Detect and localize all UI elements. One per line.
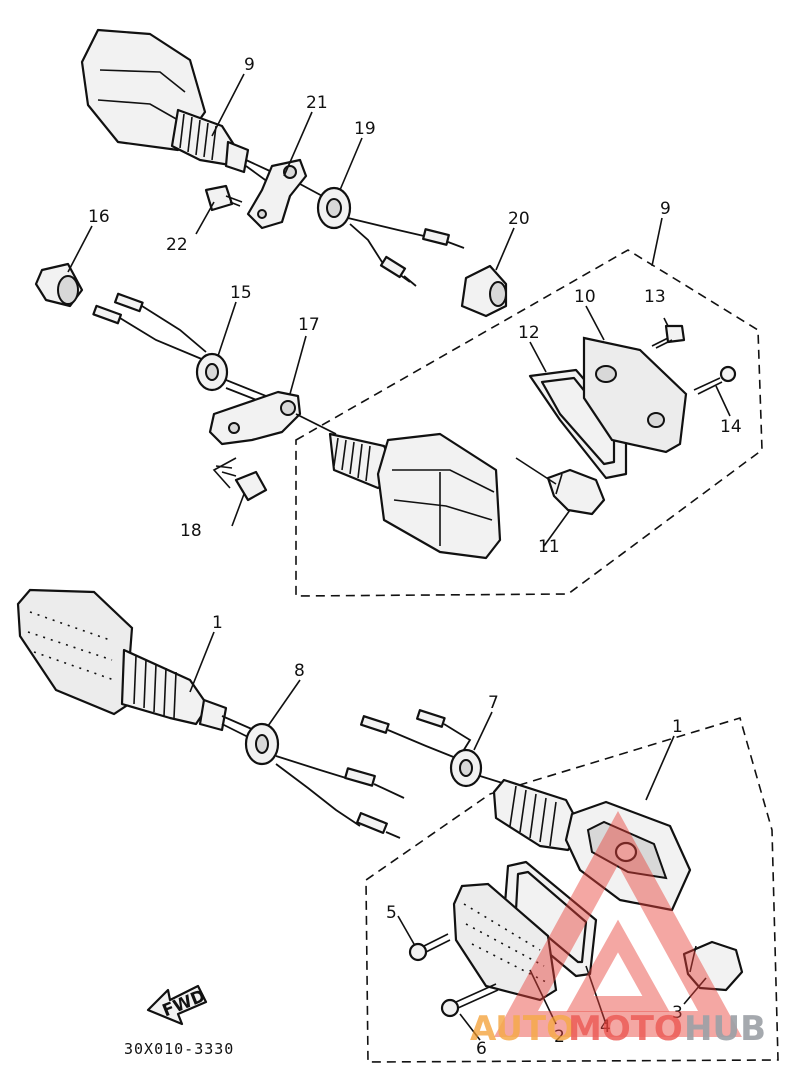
watermark-hub: HUB [684,1009,766,1049]
watermark-auto: AUTO [470,1009,575,1049]
detail-box-1 [365,716,779,1063]
leader-lines [67,73,731,1041]
gasket-12 [528,368,628,480]
grommet-7 [449,748,483,788]
callout-3: 3 [672,1003,683,1023]
automotohub-watermark: AUTO MOTO HUB [470,810,766,1049]
callout-7: 7 [488,693,499,713]
grommet-8 [244,722,280,766]
grommet-19 [316,186,352,230]
signal-stem-1-box [492,778,584,852]
bracket-21 [246,158,308,230]
callout-19: 19 [354,119,376,139]
callout-5: 5 [386,903,397,923]
callout-11: 11 [538,537,560,557]
bolt-18 [215,465,268,502]
turn-signal-front-left-assembly [16,588,255,739]
callout-16: 16 [88,207,110,227]
callout-labels: 9 21 19 22 16 20 9 15 17 10 13 12 14 18 … [88,55,742,1059]
wire-leads-7 [359,709,472,759]
callout-4: 4 [600,1017,611,1037]
watermark-triangle-logo [494,810,742,1037]
callout-9-top: 9 [244,55,255,75]
fwd-arrow: FWD [146,984,208,1026]
callout-1-box: 1 [672,717,683,737]
callout-14: 14 [720,417,742,437]
drawing-code: 30X010-3330 [124,1040,234,1058]
screw-14 [693,365,737,395]
screw-5 [408,933,451,962]
callout-2: 2 [554,1027,565,1047]
callout-20: 20 [508,209,530,229]
signal-housing-9-mid [376,432,502,560]
grommet-15 [195,352,229,392]
callout-1-top: 1 [212,613,223,633]
watermark-moto: MOTO [568,1009,683,1049]
connector-8b [356,812,401,839]
turn-signal-rear-right-assembly [492,778,692,912]
callout-22: 22 [166,235,188,255]
lens-10 [582,336,688,454]
callout-18: 18 [180,521,202,541]
turn-signal-front-right-assembly [328,432,502,560]
bulb-3 [682,940,744,992]
callout-10: 10 [574,287,596,307]
turn-signal-rear-left-assembly [80,28,273,183]
connector-19b [379,255,417,287]
callout-13: 13 [644,287,666,307]
screw-13 [651,324,686,349]
callout-12: 12 [518,323,540,343]
connector-19a [422,228,465,249]
callout-15: 15 [230,283,252,303]
callout-21: 21 [306,93,328,113]
wire-leads-15 [92,292,207,361]
connector-8a [344,767,405,799]
bracket-17 [208,390,302,446]
detail-box-9 [295,249,763,597]
screw-6 [440,983,499,1018]
signal-housing-1-top [16,588,134,716]
callout-8: 8 [294,661,305,681]
callout-9-box: 9 [660,199,671,219]
cap-16 [34,262,84,308]
rubber-cap-20 [460,264,508,318]
callout-6: 6 [476,1039,487,1059]
bulb-11 [546,468,606,516]
callout-17: 17 [298,315,320,335]
